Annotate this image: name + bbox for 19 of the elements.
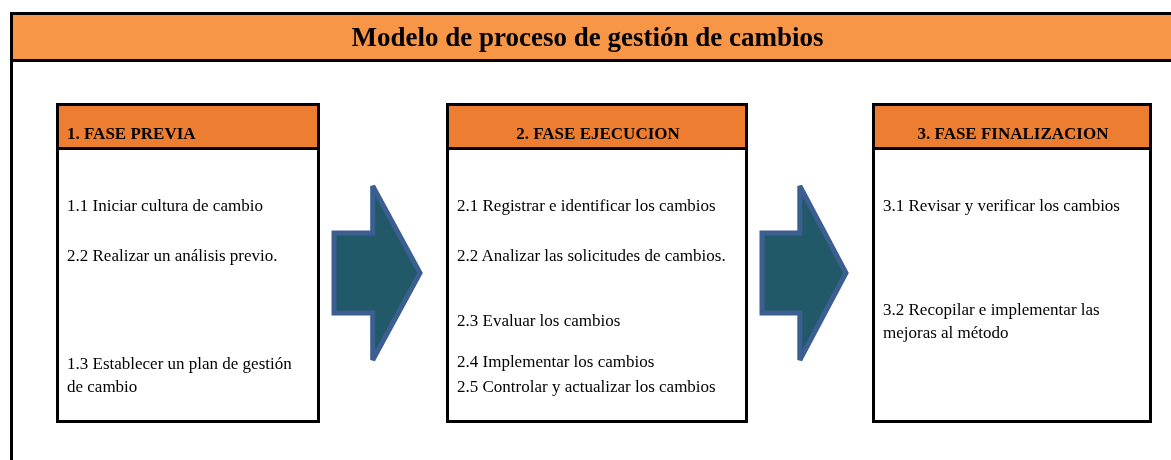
step-text: 2.5 Controlar y actualizar los cambios xyxy=(457,376,717,398)
phase-title: 2. FASE EJECUCION xyxy=(516,125,680,144)
step-text: 1.3 Establecer un plan de gestión de cambio xyxy=(67,353,293,398)
step-text: 3.2 Recopilar e implementar las mejoras al método xyxy=(883,299,1101,344)
step-text: 1.1 Iniciar cultura de cambio xyxy=(67,195,264,217)
step-text: 2.1 Registrar e identificar los cambios xyxy=(457,195,717,217)
block-arrow xyxy=(331,183,423,363)
step-text: 2.2 Analizar las solicitudes de cambios. xyxy=(457,245,727,267)
phase-box xyxy=(872,103,1152,423)
phase-title: 3. FASE FINALIZACION xyxy=(917,125,1109,144)
title: Modelo de proceso de gestión de cambios xyxy=(351,23,824,51)
phase-box xyxy=(446,103,748,423)
step-text: 2.2 Realizar un análisis previo. xyxy=(67,245,279,267)
phase-title: 1. FASE PREVIA xyxy=(67,125,196,144)
step-text: 2.3 Evaluar los cambios xyxy=(457,310,622,332)
block-arrow xyxy=(759,183,849,363)
step-text: 3.1 Revisar y verificar los cambios xyxy=(883,195,1121,217)
phase-box xyxy=(56,103,320,423)
step-text: 2.4 Implementar los cambios xyxy=(457,351,656,373)
